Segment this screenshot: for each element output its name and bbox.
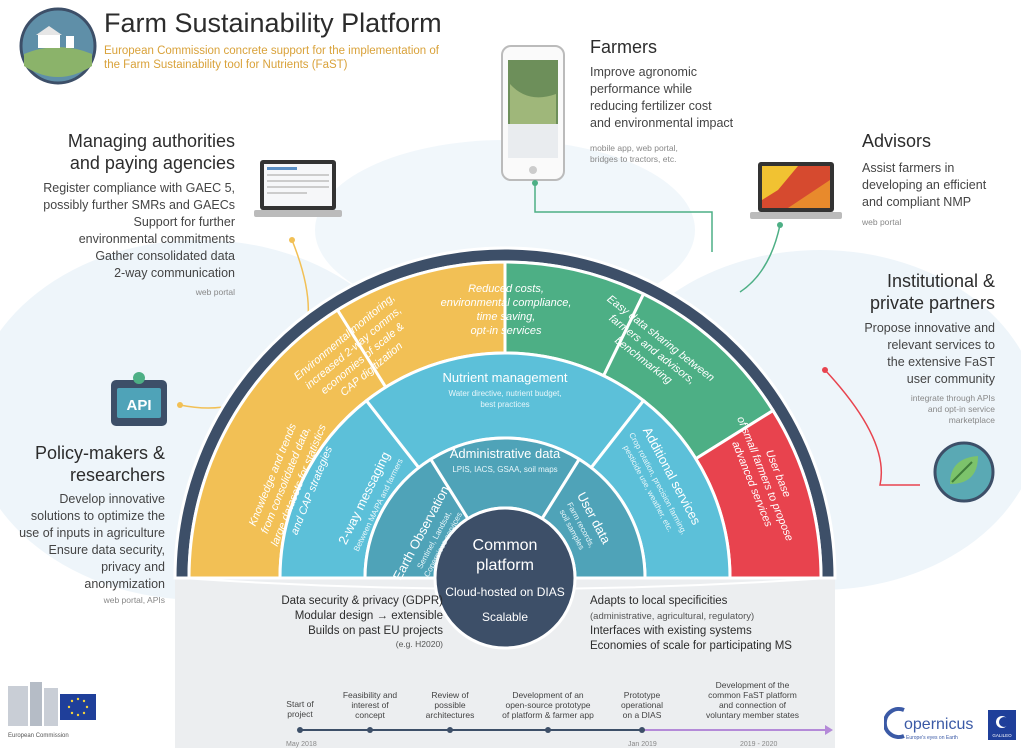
leaf-partner-icon — [933, 441, 995, 503]
timeline-dot-2 — [367, 727, 373, 733]
farmers-note: mobile app, web portal,bridges to tracto… — [590, 143, 678, 164]
nutrient-sublabel-1: Water directive, nutrient budget, — [448, 389, 561, 398]
page-title: Farm Sustainability Platform — [104, 8, 442, 38]
core-title-2: platform — [476, 557, 534, 574]
managing-description: Register compliance with GAEC 5,possibly… — [43, 181, 235, 280]
timeline-dot-3 — [447, 727, 453, 733]
advisors-heading: Advisors — [862, 131, 932, 151]
outer-reduced-line1: Reduced costs, — [468, 283, 544, 295]
laptop-map-icon — [750, 162, 842, 219]
outer-reduced-line3: time saving, — [477, 311, 536, 323]
farm-logo-icon — [19, 7, 97, 85]
institutional-heading: Institutional &private partners — [869, 271, 995, 313]
advisors-connector — [739, 224, 781, 293]
galileo-logo: GALILEO — [988, 710, 1016, 740]
nutrient-sublabel-2: best practices — [480, 400, 529, 409]
timeline-date-start: May 2018 — [286, 741, 317, 748]
timeline-date-end: 2019 - 2020 — [740, 741, 778, 748]
copernicus-tagline: Europe's eyes on Earth — [906, 735, 958, 741]
admin-label: Administrative data — [450, 446, 561, 461]
timeline-dot-5 — [639, 727, 645, 733]
outer-reduced-line4: opt-in services — [471, 325, 542, 337]
timeline-dot-4 — [545, 727, 551, 733]
farmers-connector — [534, 183, 713, 252]
page-subtitle: European Commission concrete support for… — [104, 45, 439, 71]
core-scalable: Scalable — [482, 610, 528, 624]
european-commission-logo: European Commission — [8, 682, 96, 739]
farmers-heading: Farmers — [590, 37, 657, 57]
foundation-left-text: Data security & privacy (GDPR) Modular d… — [281, 595, 443, 649]
outer-reduced-line2: environmental compliance, — [441, 297, 572, 309]
smartphone-icon — [501, 45, 565, 181]
policy-heading: Policy-makers &researchers — [34, 443, 165, 485]
galileo-text: GALILEO — [992, 733, 1012, 738]
core-title-1: Common — [473, 537, 538, 554]
api-label: API — [126, 397, 151, 414]
api-icon: API — [111, 372, 167, 426]
timeline-date-mid: Jan 2019 — [628, 741, 657, 748]
policy-note: web portal, APIs — [103, 595, 165, 605]
advisors-note: web portal — [862, 217, 902, 227]
copernicus-text: opernicus — [904, 716, 973, 733]
nutrient-label: Nutrient management — [442, 370, 567, 385]
common-platform-core — [433, 506, 577, 650]
managing-note: web portal — [195, 287, 235, 297]
institutional-connector — [824, 369, 920, 486]
core-cloud: Cloud-hosted on DIAS — [445, 585, 564, 599]
timeline-dot-1 — [297, 727, 303, 733]
foundation-panel — [175, 578, 835, 748]
ec-caption: European Commission — [8, 733, 69, 739]
admin-sublabel: LPIS, IACS, GSAA, soil maps — [452, 465, 557, 474]
laptop-portal-icon — [254, 160, 342, 217]
copernicus-logo: opernicus Europe's eyes on Earth — [884, 707, 973, 741]
timeline-arrow — [825, 725, 833, 735]
foundation-right-text: Adapts to local specificities (administr… — [590, 595, 792, 652]
